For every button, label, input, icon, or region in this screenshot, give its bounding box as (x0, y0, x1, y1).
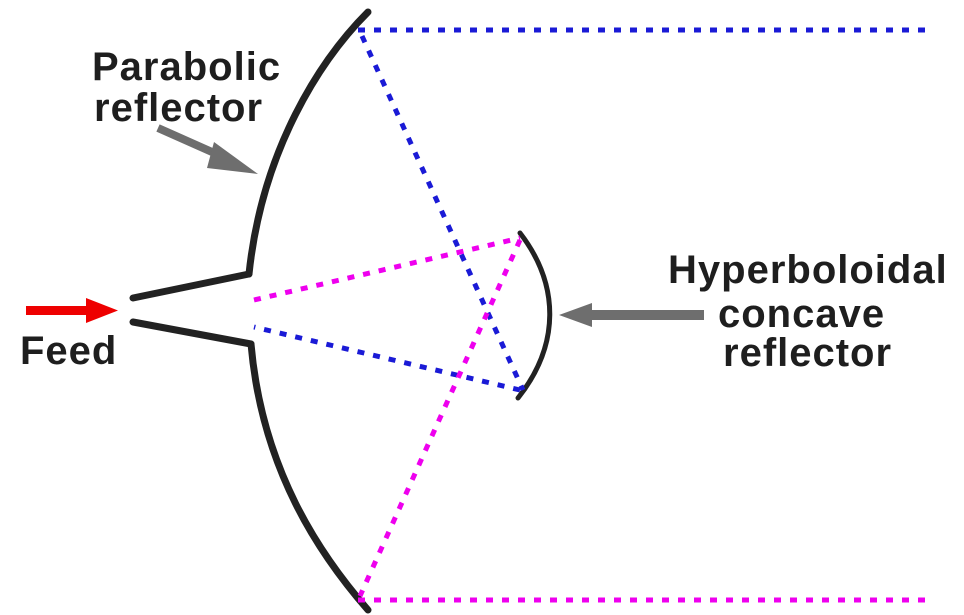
arrow-down-right-icon (156, 124, 258, 174)
feed-arrow-shaft (26, 306, 94, 315)
hyperboloidal-reflector (515, 230, 553, 401)
parabolic-reflector-upper-arc (245, 8, 372, 278)
feed-label: Feed (20, 329, 117, 373)
feed-horn-lower (129, 318, 255, 348)
parabolic-pointer-head (207, 142, 258, 174)
hyperboloidal-reflector-label-line3: reflector (723, 331, 892, 375)
hyperboloidal-pointer-head (559, 303, 592, 327)
arrow-right-icon (26, 298, 118, 323)
hyperboloidal-reflector-label-line1: Hyperboloidal (668, 248, 948, 292)
hyperboloidal-pointer-shaft (586, 310, 704, 320)
blue-ray-subreflector-to-feed (253, 324, 521, 393)
parabolic-reflector-label-line2: reflector (94, 86, 263, 130)
magenta-ray-path (253, 235, 932, 603)
parabolic-reflector-lower-arc (247, 340, 372, 614)
feed-arrow-head (86, 298, 118, 323)
blue-ray-path (253, 27, 932, 393)
blue-ray-dish-to-subreflector (359, 34, 526, 392)
parabolic-reflector (129, 8, 372, 614)
magenta-ray-feed-to-subreflector (253, 235, 521, 303)
arrow-left-icon (559, 303, 704, 327)
magenta-ray-subreflector-to-dish (357, 238, 523, 598)
hyperboloidal-reflector-label-line2: concave (718, 292, 885, 336)
parabolic-reflector-label-line1: Parabolic (92, 45, 281, 89)
feed-horn-upper (129, 270, 253, 302)
